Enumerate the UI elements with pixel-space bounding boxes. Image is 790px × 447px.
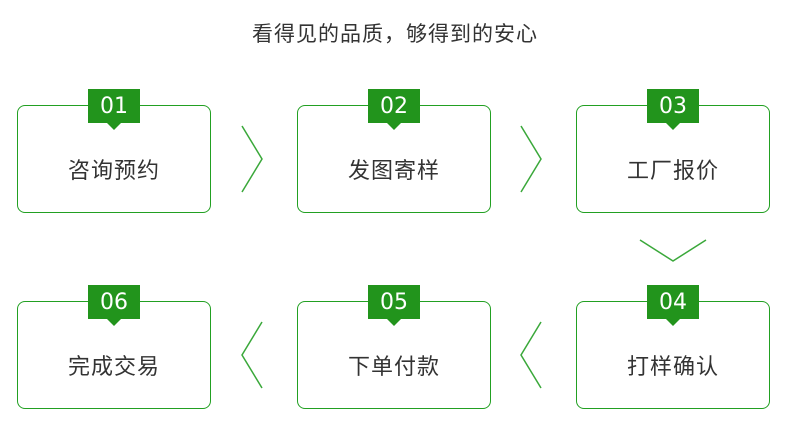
step-card-01: 01 咨询预约 — [17, 89, 211, 213]
step-card-05: 05 下单付款 — [297, 285, 491, 409]
step-number-badge: 01 — [88, 89, 140, 130]
step-card-06: 06 完成交易 — [17, 285, 211, 409]
step-number-badge: 06 — [88, 285, 140, 326]
step-number-badge: 02 — [368, 89, 420, 130]
step-number-badge: 05 — [368, 285, 420, 326]
step-label: 完成交易 — [67, 355, 160, 380]
step-card-04: 04 打样确认 — [576, 285, 770, 409]
chevron-left-icon — [241, 321, 263, 389]
step-label: 发图寄样 — [347, 159, 440, 184]
step-number-badge: 04 — [647, 285, 699, 326]
step-label: 下单付款 — [347, 355, 440, 380]
step-label: 工厂报价 — [626, 159, 719, 184]
chevron-down-icon — [639, 239, 707, 262]
chevron-right-icon — [241, 125, 263, 193]
step-number-badge: 03 — [647, 89, 699, 130]
step-card-02: 02 发图寄样 — [297, 89, 491, 213]
chevron-left-icon — [520, 321, 542, 389]
step-card-03: 03 工厂报价 — [576, 89, 770, 213]
chevron-right-icon — [520, 125, 542, 193]
step-label: 打样确认 — [626, 355, 719, 380]
page-title: 看得见的品质，够得到的安心 — [252, 22, 538, 46]
step-label: 咨询预约 — [67, 159, 160, 184]
